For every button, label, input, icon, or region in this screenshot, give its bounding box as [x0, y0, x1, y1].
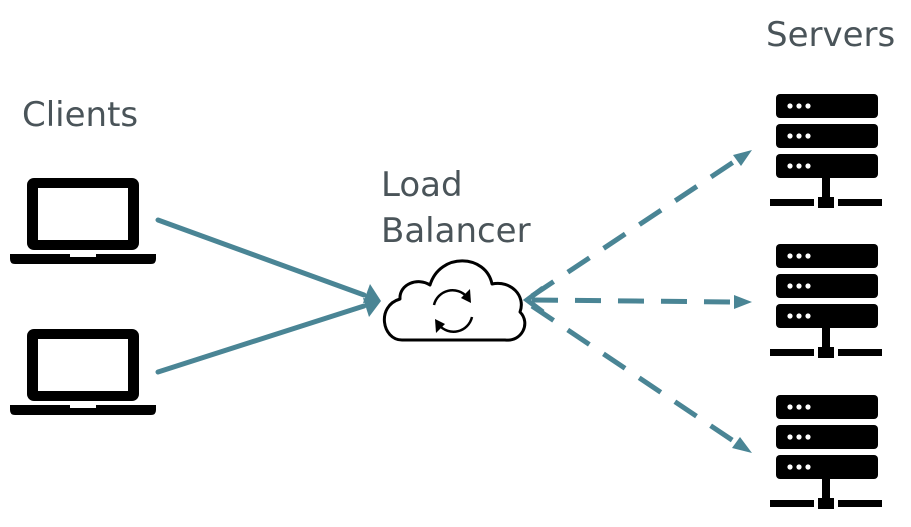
client-arrow — [155, 298, 381, 375]
cloud-sync-icon — [382, 259, 527, 342]
laptop-icon — [10, 329, 156, 415]
laptop-icon — [10, 178, 156, 264]
clients-label: Clients — [22, 95, 139, 135]
load-balancer-label-line1: Load — [381, 165, 463, 205]
server-rack-icon — [770, 94, 882, 208]
server-rack-icon — [770, 244, 882, 358]
load-balancer-label: Load Balancer — [381, 162, 531, 254]
servers-label: Servers — [766, 15, 896, 55]
return-arrowhead — [522, 286, 545, 314]
server-arrow — [531, 295, 752, 309]
server-arrow — [530, 150, 752, 299]
server-rack-icon — [770, 395, 882, 509]
server-arrow — [530, 303, 752, 453]
load-balancer-label-line2: Balancer — [381, 211, 531, 251]
client-arrow — [155, 217, 381, 303]
